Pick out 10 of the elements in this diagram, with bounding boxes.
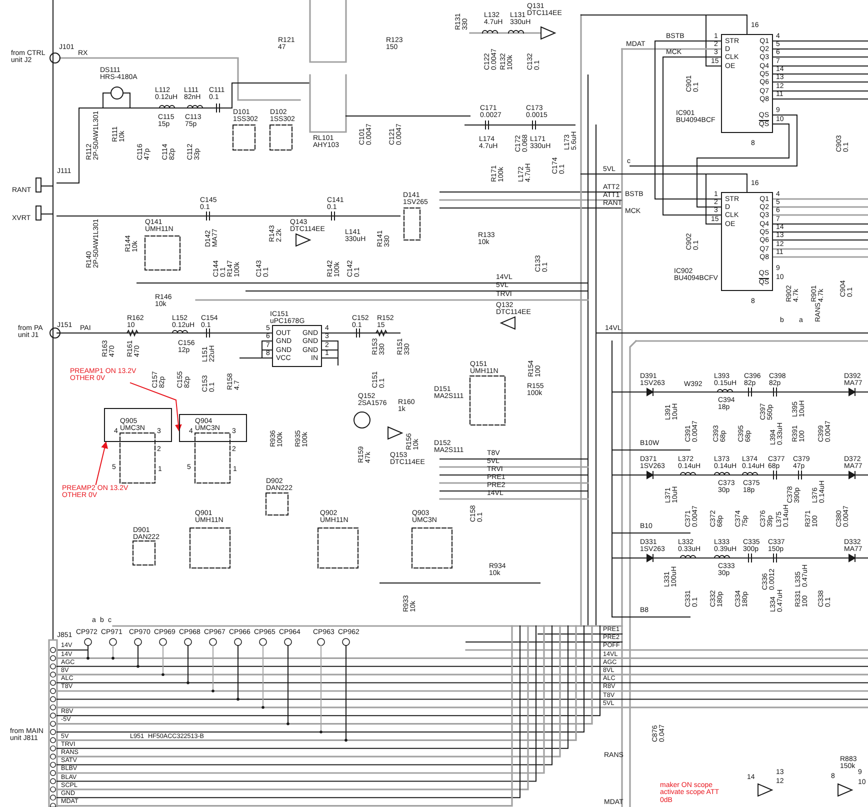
ic-chip-box (721, 192, 773, 291)
ic-chip-box (272, 325, 322, 367)
arrow (130, 382, 182, 432)
circuit-block-outline (179, 414, 247, 442)
ic-chip-box (721, 34, 773, 133)
circuit-block-outline (104, 408, 172, 442)
wire (662, 56, 722, 216)
arrow (95, 441, 108, 486)
wire (654, 40, 722, 200)
wire (696, 124, 790, 208)
